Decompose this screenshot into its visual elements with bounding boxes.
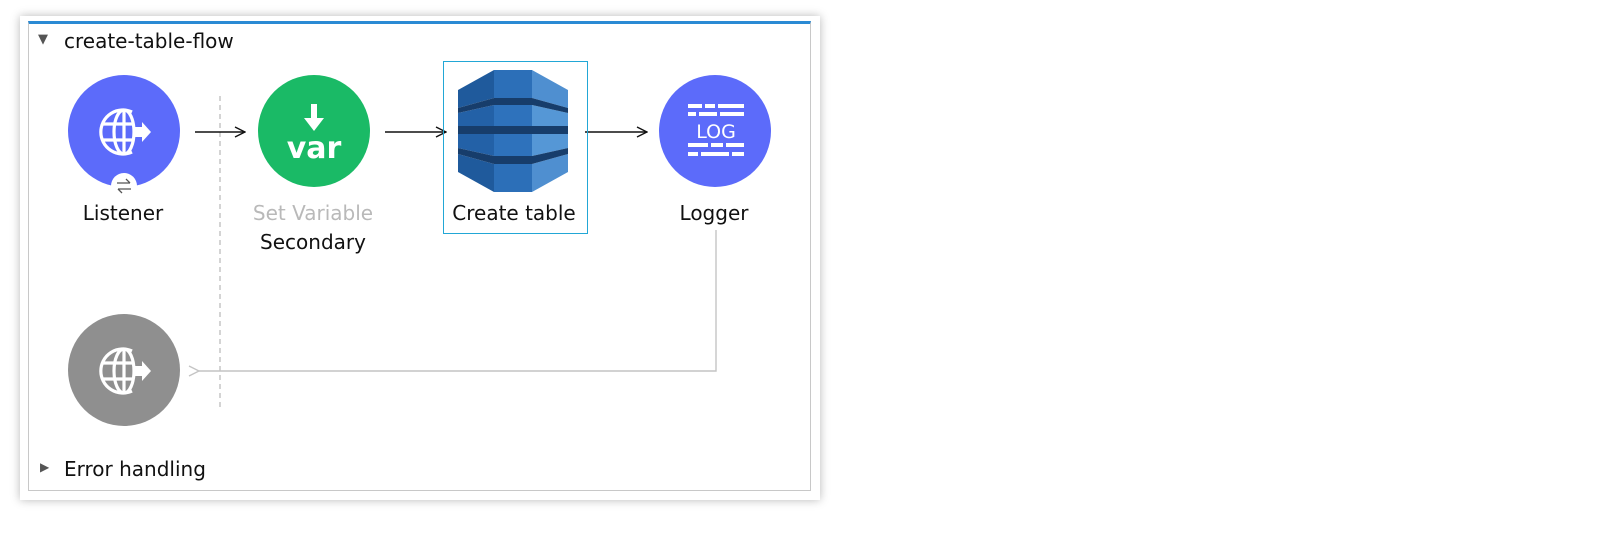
logger-label: Logger bbox=[679, 201, 749, 225]
http-listener-globe-icon bbox=[99, 108, 151, 156]
collapse-flow-icon[interactable]: ▼ bbox=[38, 32, 48, 47]
log-icon: LOG bbox=[688, 104, 744, 156]
flow-name[interactable]: create-table-flow bbox=[64, 29, 234, 53]
expand-error-handling-icon[interactable]: ▶ bbox=[40, 460, 50, 474]
selected-component-frame[interactable] bbox=[443, 61, 588, 234]
set-variable-label: Set Variable bbox=[252, 201, 374, 225]
error-handling-label[interactable]: Error handling bbox=[64, 457, 206, 481]
var-icon: var bbox=[287, 104, 342, 166]
dynamodb-icon bbox=[458, 70, 568, 192]
exchange-badge bbox=[111, 173, 137, 199]
var-icon-text: var bbox=[287, 131, 342, 166]
logger-node[interactable] bbox=[659, 75, 771, 187]
listener-label: Listener bbox=[82, 201, 164, 225]
set-variable-sublabel: Secondary bbox=[260, 230, 366, 254]
return-connector bbox=[199, 230, 717, 371]
log-icon-text: LOG bbox=[696, 121, 736, 143]
http-response-globe-icon bbox=[99, 347, 151, 395]
create-table-label: Create table bbox=[452, 201, 576, 225]
exchange-arrows-icon bbox=[117, 178, 131, 194]
